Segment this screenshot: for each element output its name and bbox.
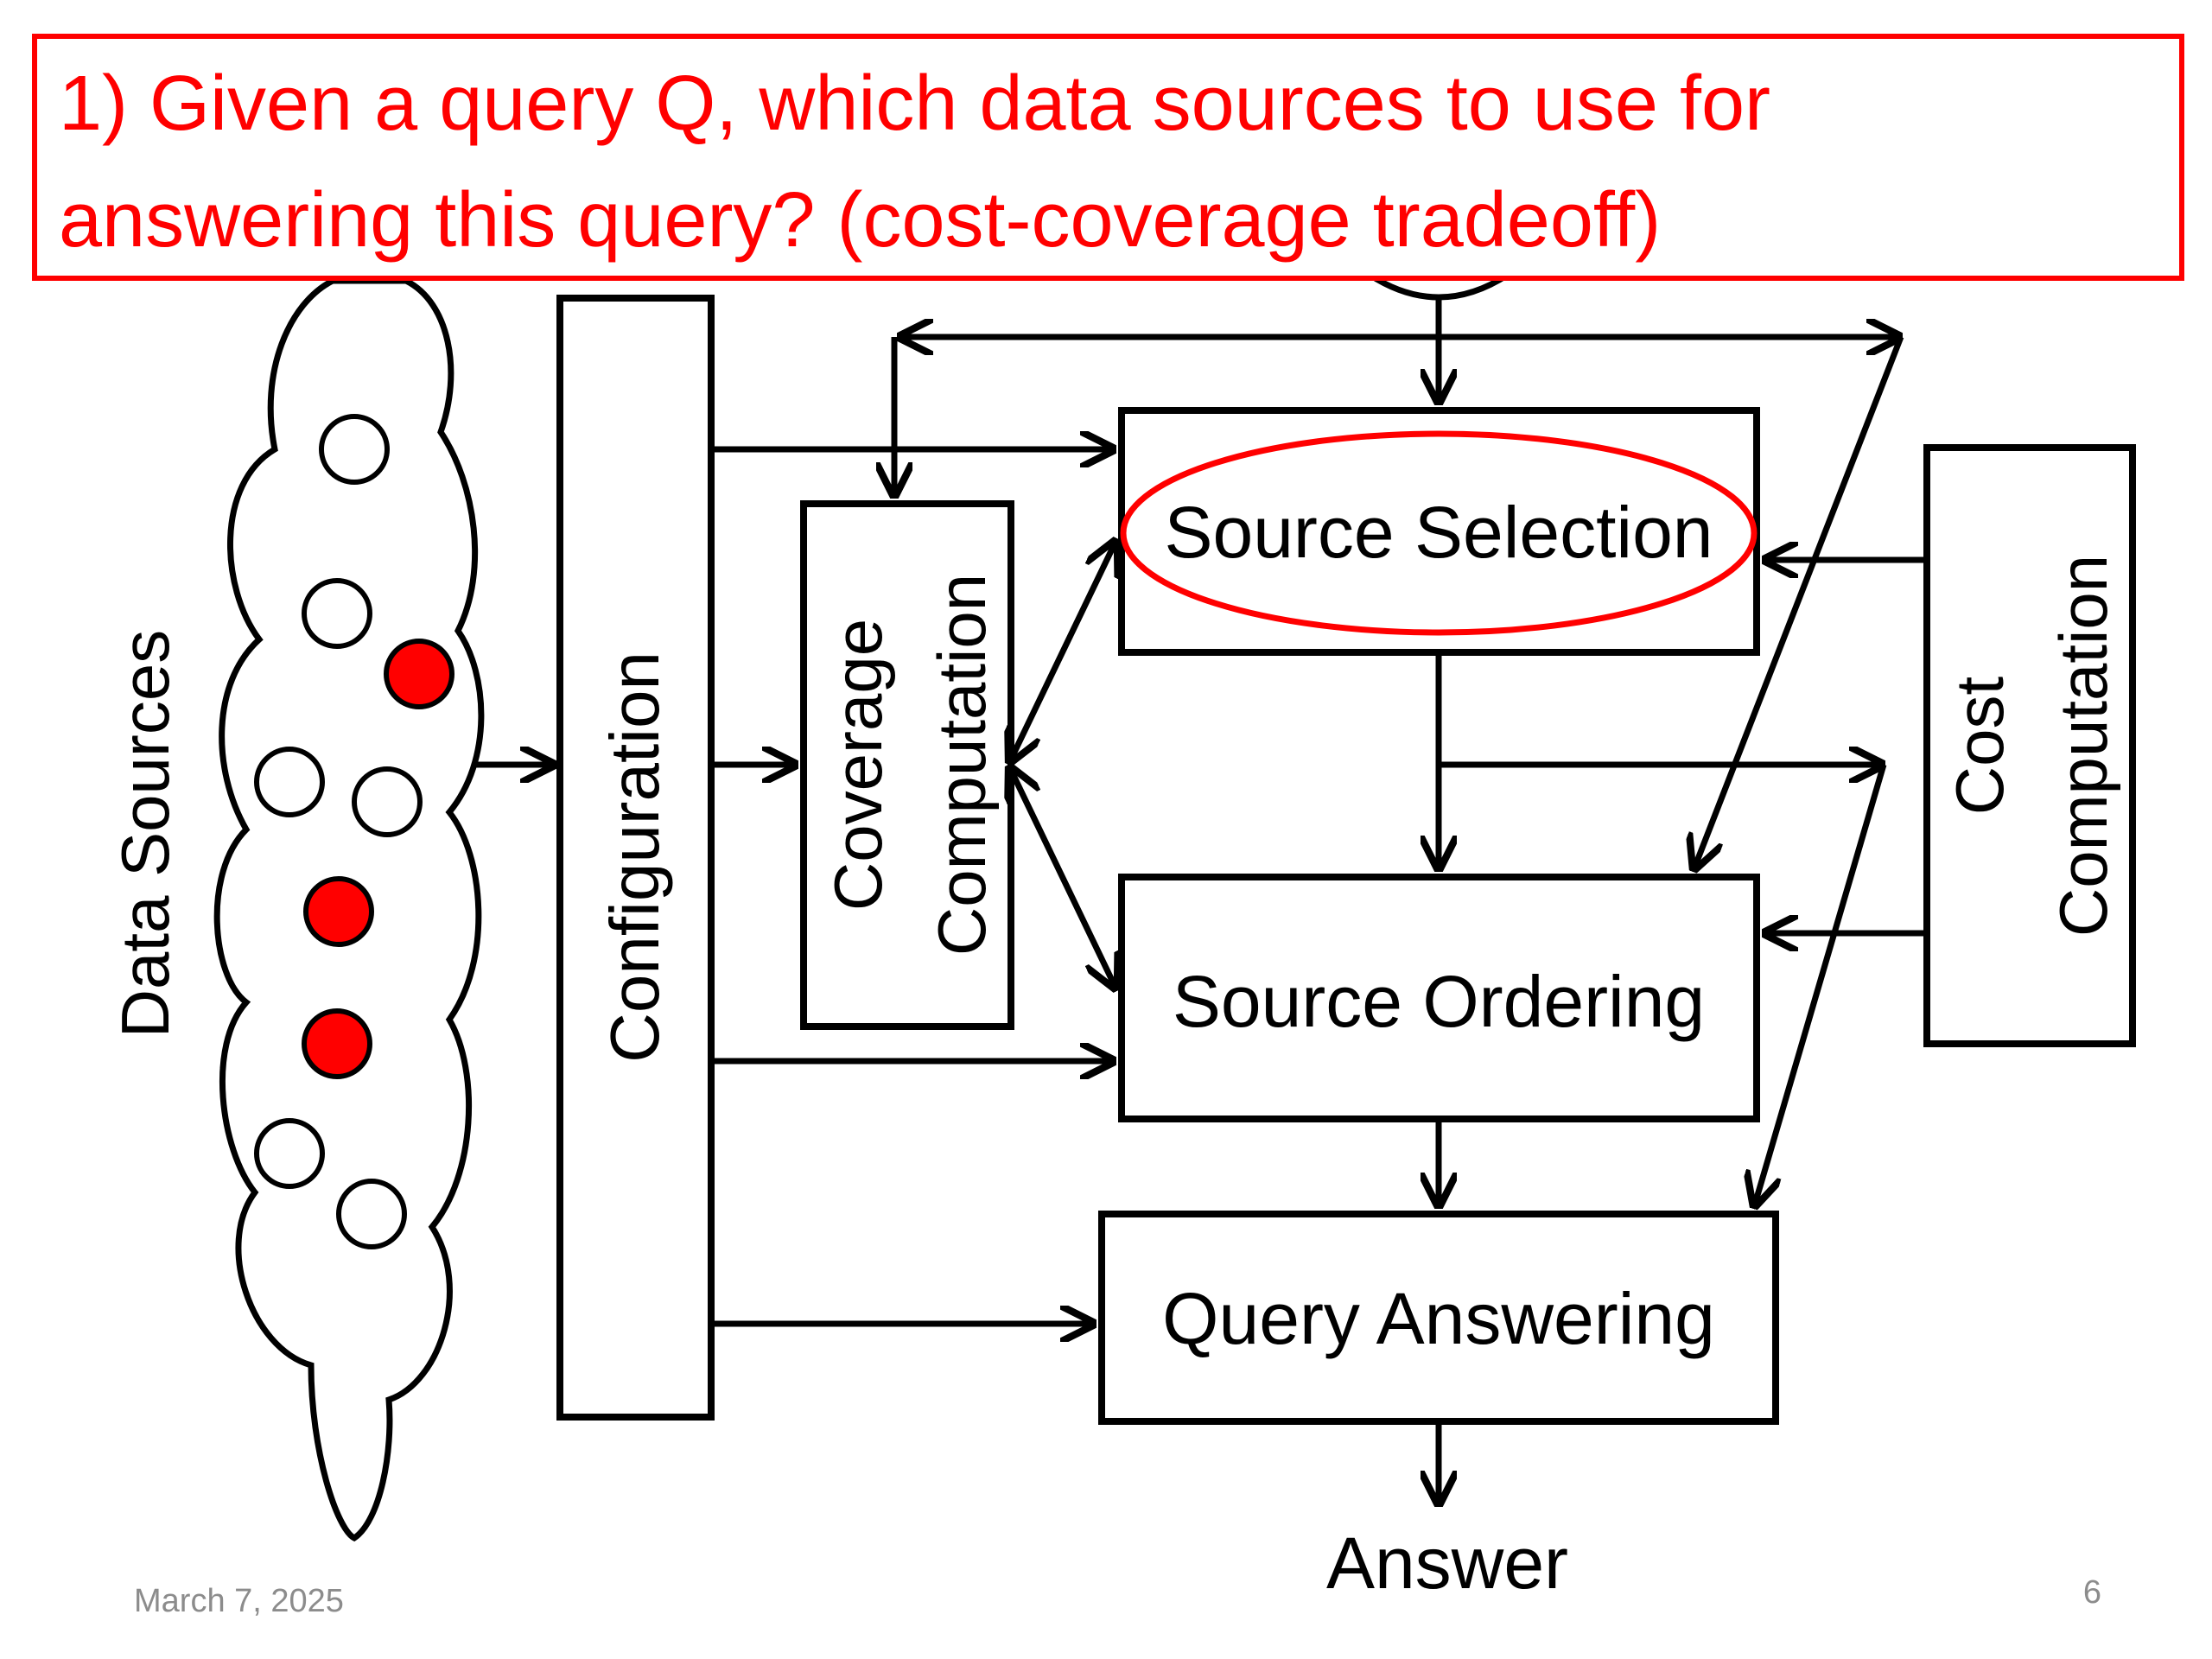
query-input-arc	[1368, 272, 1510, 301]
question-callout-line1: 1) Given a query Q, which data sources t…	[59, 60, 1770, 147]
source-node	[336, 1179, 407, 1249]
arrow-bus-to-ordering	[1694, 335, 1904, 870]
query-answering-label: Query Answering	[1162, 1278, 1715, 1359]
connectors	[475, 272, 1927, 1505]
source-selection-highlight	[1120, 430, 1758, 636]
data-sources-label: Data Sources	[107, 630, 183, 1039]
page-number: 6	[2083, 1574, 2101, 1611]
cost-label-line2: Computation	[2045, 555, 2121, 937]
coverage-label-line1: Coverage	[820, 619, 896, 911]
coverage-label-line2: Computation	[924, 574, 1000, 956]
source-ordering-label: Source Ordering	[1173, 961, 1705, 1042]
question-callout-box	[32, 34, 2184, 281]
arrow-coverage-selection	[1009, 540, 1116, 763]
cost-computation-box	[1923, 444, 2136, 1047]
source-node	[302, 578, 372, 649]
selected-source-node	[303, 876, 374, 947]
configuration-box	[556, 295, 715, 1421]
coverage-computation-box	[800, 500, 1014, 1030]
source-node	[254, 1118, 325, 1189]
arrow-bus-to-answering	[1754, 764, 1887, 1207]
answer-label: Answer	[1326, 1522, 1568, 1604]
source-selection-label: Source Selection	[1164, 492, 1713, 573]
arrow-coverage-ordering	[1009, 766, 1116, 989]
selected-source-node	[302, 1008, 372, 1079]
source-node	[254, 747, 325, 817]
selected-source-node	[384, 639, 454, 709]
source-selection-box	[1118, 407, 1760, 656]
configuration-label: Configuration	[596, 652, 673, 1063]
footer-date: March 7, 2025	[134, 1583, 344, 1619]
source-node	[319, 414, 390, 485]
query-answering-box	[1098, 1211, 1779, 1425]
question-callout-line2: answering this query? (cost-coverage tra…	[59, 177, 1661, 264]
cost-label-line1: Cost	[1942, 676, 2018, 815]
source-node	[352, 766, 423, 837]
source-ordering-box	[1118, 874, 1760, 1122]
